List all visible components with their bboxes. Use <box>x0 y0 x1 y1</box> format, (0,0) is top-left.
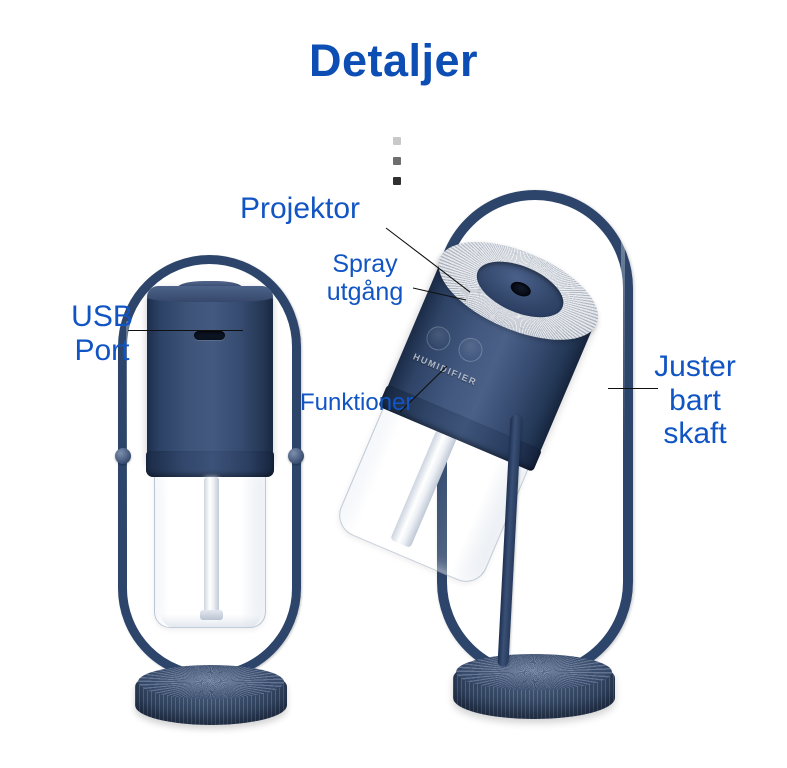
vertical-dots-ornament <box>393 137 403 185</box>
base-top-surface <box>456 654 612 690</box>
usb-port-slot <box>194 331 225 340</box>
leader-line-justerbart <box>608 388 658 389</box>
dot-1 <box>393 137 401 145</box>
product-humidifier-tilted: HUMIDIFIER <box>332 185 655 725</box>
annotation-usb-port: USB Port <box>71 300 133 367</box>
annotation-justerbart-skaft: Juster bart skaft <box>654 350 736 451</box>
annotation-spray-utgang: Spray utgång <box>326 250 404 306</box>
navy-body <box>147 286 273 464</box>
body-collar <box>146 451 274 477</box>
hinge-pivot-left <box>115 448 131 464</box>
dot-3 <box>393 177 401 185</box>
product-humidifier-upright <box>110 255 310 725</box>
base-top-surface <box>138 665 284 699</box>
annotation-projektor: Projektor <box>240 192 361 225</box>
annotation-funktioner: Funktioner <box>300 389 414 416</box>
leader-line-usb <box>128 330 243 331</box>
dot-2 <box>393 157 401 165</box>
hinge-pivot-right <box>288 448 304 464</box>
wick-tube <box>200 477 223 620</box>
page-title: Detaljer <box>308 35 479 86</box>
